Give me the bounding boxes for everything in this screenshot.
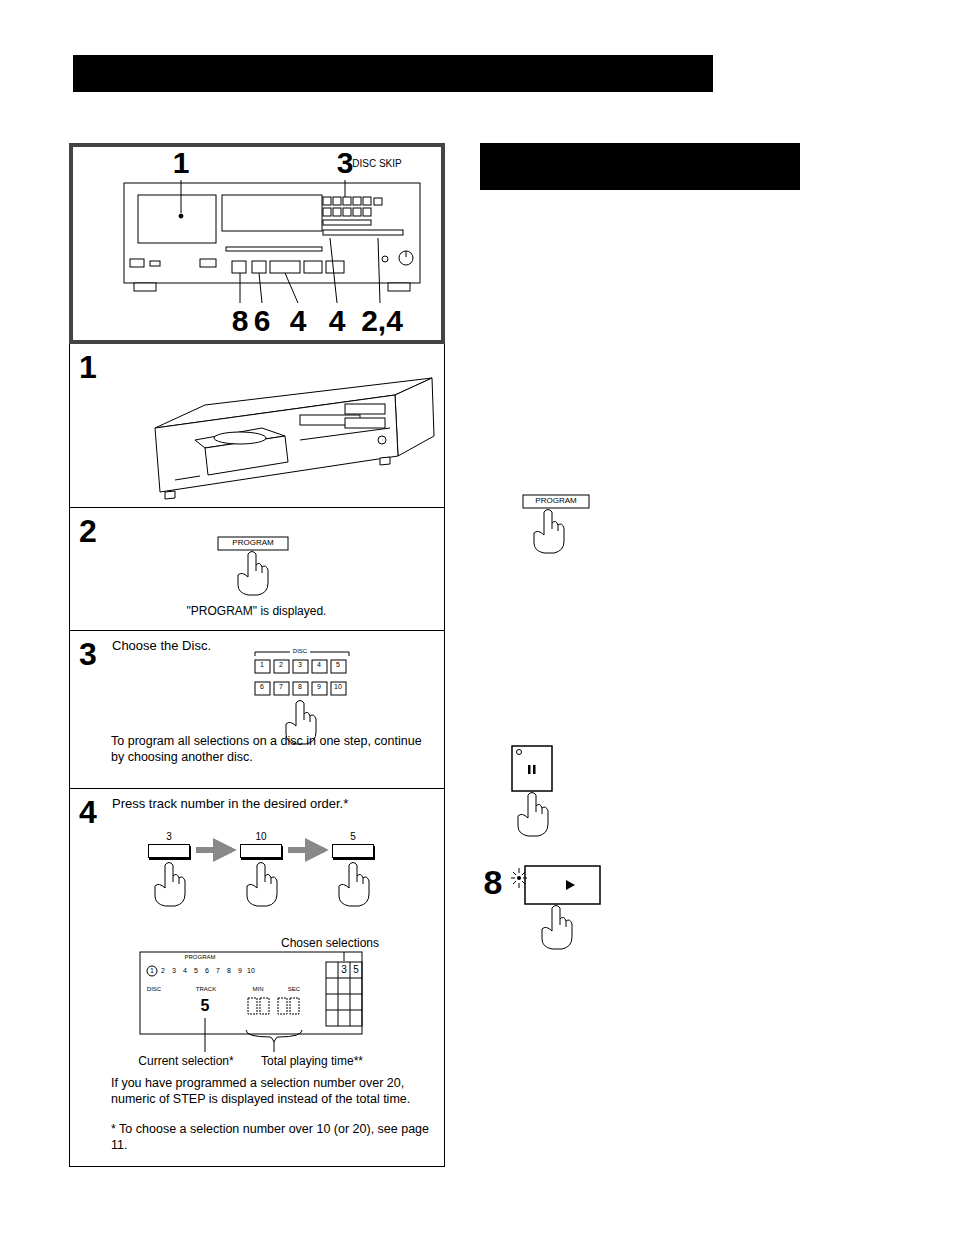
display-panel: [140, 952, 362, 1052]
step-text: If you have programmed a selection numbe…: [111, 1076, 436, 1107]
step-text: * To choose a selection number over 10 (…: [111, 1122, 436, 1153]
display-text: 6: [205, 967, 209, 975]
hand-icon: [155, 863, 185, 907]
hand-icon: [542, 906, 572, 950]
annotation: DISC: [293, 648, 307, 655]
display-text: 10: [247, 967, 255, 975]
hand-icon: [238, 552, 268, 596]
step-frame: [70, 144, 445, 1167]
button-face: [240, 844, 282, 858]
display-text: 4: [183, 967, 187, 975]
header-bar: [73, 55, 713, 92]
player-front: [124, 183, 420, 291]
callout-number: DISC SKIP: [352, 158, 401, 169]
display-text: 2: [161, 967, 165, 975]
step-box: 2 "PROGRAM" is displayed.: [69, 507, 444, 630]
display-text: 7: [216, 967, 220, 975]
button-label: 3: [148, 831, 190, 844]
display-text: DISC: [147, 986, 161, 993]
display-text: 5: [201, 997, 210, 1015]
leader-line: [181, 180, 380, 303]
disc-buttons: [255, 652, 349, 695]
annotation: PROGRAM: [184, 954, 215, 961]
display-text: MIN: [253, 986, 264, 993]
step-box: 4 Press track number in the desired order…: [69, 788, 444, 1167]
track-button: 3: [148, 831, 190, 863]
button-label: PROGRAM: [232, 539, 273, 548]
track-button: 10: [240, 831, 282, 863]
disc-button-number: 1: [260, 661, 264, 669]
annotation: Current selection*: [138, 1055, 233, 1068]
callout-number: 2,4: [361, 304, 403, 337]
button-face: [332, 844, 374, 858]
callout-number: 1: [173, 146, 190, 179]
disc-button-number: 5: [336, 661, 340, 669]
pause-button: [512, 746, 552, 791]
button-label: PROGRAM: [535, 497, 576, 506]
step-text: Choose the Disc.: [112, 638, 412, 654]
callout-number: 8: [484, 864, 503, 901]
hand-icons: [155, 510, 572, 950]
disc-button-number: 8: [298, 683, 302, 691]
display-text: 8: [227, 967, 231, 975]
player-perspective: [155, 378, 434, 499]
display-text: 9: [238, 967, 242, 975]
callout-number: 8: [232, 304, 249, 337]
display-text: 3: [341, 964, 347, 975]
callout-number: 4: [329, 304, 346, 337]
hand-icon: [247, 863, 277, 907]
callout-number: 3: [337, 146, 354, 179]
display-text: 3: [172, 967, 176, 975]
annotation: Total playing time**: [261, 1055, 363, 1068]
program-button: [218, 537, 288, 550]
display-text: SEC: [288, 986, 300, 993]
step-number: 2: [79, 511, 119, 551]
display-text: 5: [353, 964, 359, 975]
hand-icon: [534, 510, 564, 554]
disc-button-number: 2: [279, 661, 283, 669]
callout-number: 6: [254, 304, 271, 337]
hand-icon: [518, 793, 548, 837]
disc-button-number: 10: [334, 683, 342, 691]
display-text: 1: [150, 967, 154, 975]
display-text: TRACK: [196, 986, 216, 993]
step-text: Press track number in the desired order.…: [112, 796, 432, 812]
order-arrow: [196, 847, 232, 853]
disc-button-number: 3: [298, 661, 302, 669]
step-box: 3 Choose the Disc. To program all selectio…: [69, 630, 444, 788]
button-label: 5: [332, 831, 374, 844]
button-face: [148, 844, 190, 858]
disc-button-number: 9: [317, 683, 321, 691]
program-button: [523, 495, 589, 508]
step-box: 1: [69, 343, 444, 507]
callout-number: 4: [290, 304, 307, 337]
disc-button-number: 4: [317, 661, 321, 669]
order-arrow: [288, 847, 324, 853]
play-button: [511, 866, 600, 904]
button-label: 10: [240, 831, 282, 844]
step-number: 1: [79, 347, 119, 387]
track-button: 5: [332, 831, 374, 863]
disc-button-number: 6: [260, 683, 264, 691]
step-text: To program all selections on a disc in o…: [111, 734, 436, 765]
display-text: 5: [194, 967, 198, 975]
disc-button-number: 7: [279, 683, 283, 691]
overview-frame: [71, 145, 443, 342]
step-text: "PROGRAM" is displayed.: [69, 604, 444, 619]
annotation: Chosen selections: [281, 937, 379, 950]
hand-icon: [339, 863, 369, 907]
section-bar: [480, 143, 800, 190]
